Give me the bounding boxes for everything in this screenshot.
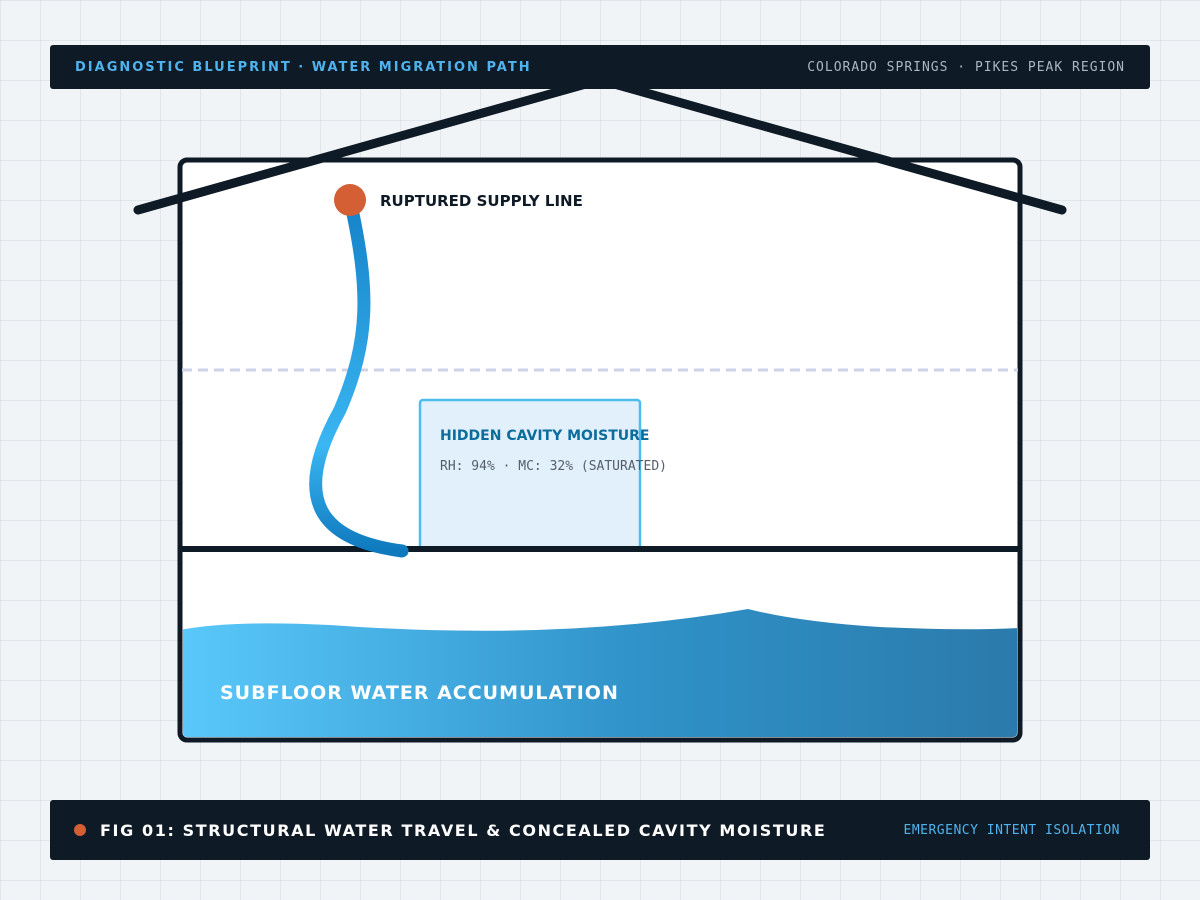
header-location: COLORADO SPRINGS · PIKES PEAK REGION [807,59,1125,75]
subfloor-water [183,609,1017,737]
footer-bar: FIG 01: STRUCTURAL WATER TRAVEL & CONCEA… [50,800,1150,860]
footer-tag: EMERGENCY INTENT ISOLATION [903,822,1120,838]
status-dot-icon [74,824,86,836]
roof [133,75,1067,215]
leak-label: RUPTURED SUPPLY LINE [380,192,583,210]
water-migration-path [309,193,409,558]
subfloor-label: SUBFLOOR WATER ACCUMULATION [220,682,619,704]
header-title: DIAGNOSTIC BLUEPRINT · WATER MIGRATION P… [75,59,532,75]
cavity-title: HIDDEN CAVITY MOISTURE [440,428,649,444]
figure-caption: FIG 01: STRUCTURAL WATER TRAVEL & CONCEA… [100,820,827,840]
leak-point-marker [334,184,366,216]
footer-caption-group: FIG 01: STRUCTURAL WATER TRAVEL & CONCEA… [74,821,826,840]
cavity-reading: RH: 94% · MC: 32% (SATURATED) [440,459,667,474]
cavity-moisture-box [418,398,642,552]
